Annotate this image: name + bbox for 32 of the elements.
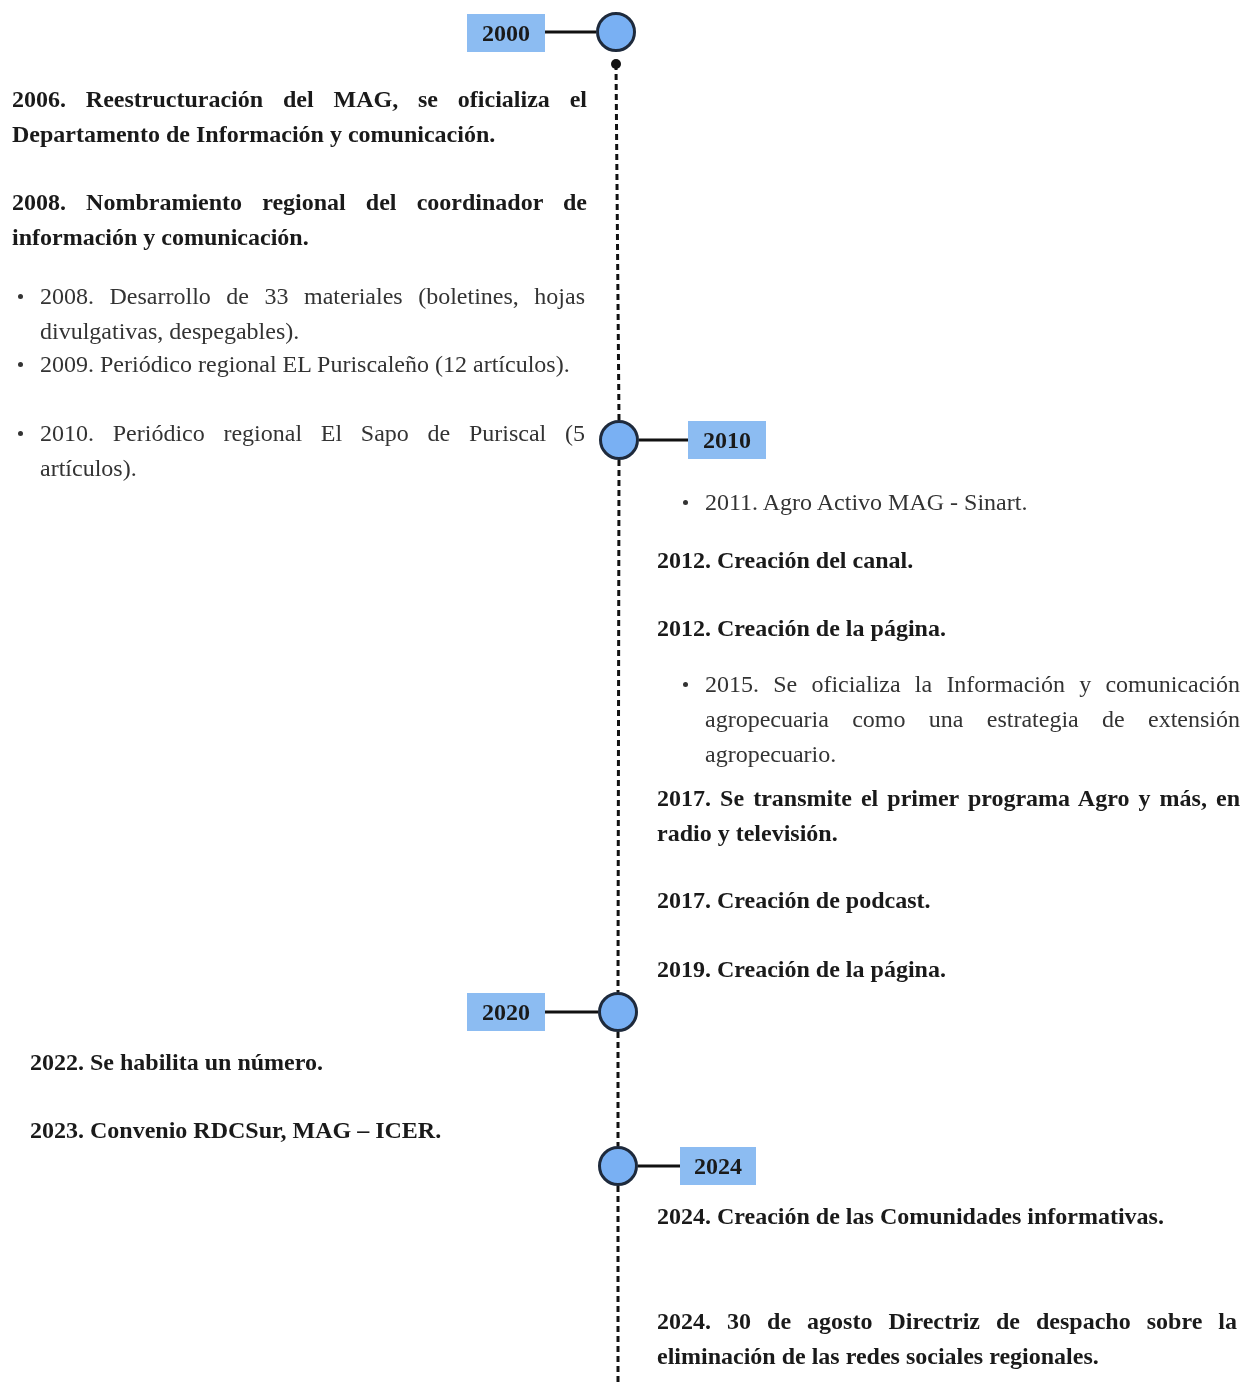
bullet-item: 2008. Desarrollo de 33 materiales (boletines, hojas divulgativas, despegables).: [12, 279, 585, 349]
event-text: 2017. Se transmite el primer programa Agro y más, en radio y televisión.: [657, 784, 1240, 848]
event-text: 2017. Creación de podcast.: [657, 886, 932, 915]
connector-line: [639, 438, 688, 442]
event-text: 2024. 30 de agosto Directriz de despacho sobre la eliminación de las redes sociales regionales.: [657, 1307, 1237, 1371]
event-text: 2012. Creación de la página.: [657, 614, 947, 643]
bullet-item: 2011. Agro Activo MAG - Sinart.: [677, 485, 1237, 520]
bullet-item: 2015. Se oficializa la Información y comunicación agropecuaria como una estrategia de extensión agropecuario.: [677, 667, 1240, 772]
timeline-circle: [598, 992, 638, 1032]
bullet-item: 2009. Periódico regional EL Puriscaleño (12 artículos).: [12, 347, 585, 382]
timeline-line: [616, 1186, 620, 1383]
timeline-line: [616, 1032, 620, 1146]
year-box: 2020: [467, 993, 545, 1031]
connector-line: [545, 1010, 598, 1014]
event-text: 2006. Reestructuración del MAG, se oficializa el Departamento de Información y comunicación.: [12, 85, 587, 149]
event-text: 2024. Creación de las Comunidades informativas.: [657, 1202, 1165, 1231]
timeline-circle: [599, 420, 639, 460]
connector-line: [545, 30, 596, 34]
timeline-line: [616, 460, 621, 992]
year-box: 2024: [680, 1147, 756, 1185]
event-text: 2023. Convenio RDCSur, MAG – ICER.: [30, 1116, 443, 1145]
timeline-circle: [596, 12, 636, 52]
year-box: 2010: [688, 421, 766, 459]
event-text: 2019. Creación de la página.: [657, 955, 947, 984]
event-text: 2008. Nombramiento regional del coordinador de información y comunicación.: [12, 188, 587, 252]
timeline-line: [611, 59, 621, 420]
event-text: 2012. Creación del canal.: [657, 546, 915, 575]
year-box: 2000: [467, 14, 545, 52]
bullet-item: 2010. Periódico regional El Sapo de Puriscal (5 artículos).: [12, 416, 585, 486]
event-text: 2022. Se habilita un número.: [30, 1048, 324, 1077]
connector-line: [638, 1164, 680, 1168]
timeline-circle: [598, 1146, 638, 1186]
